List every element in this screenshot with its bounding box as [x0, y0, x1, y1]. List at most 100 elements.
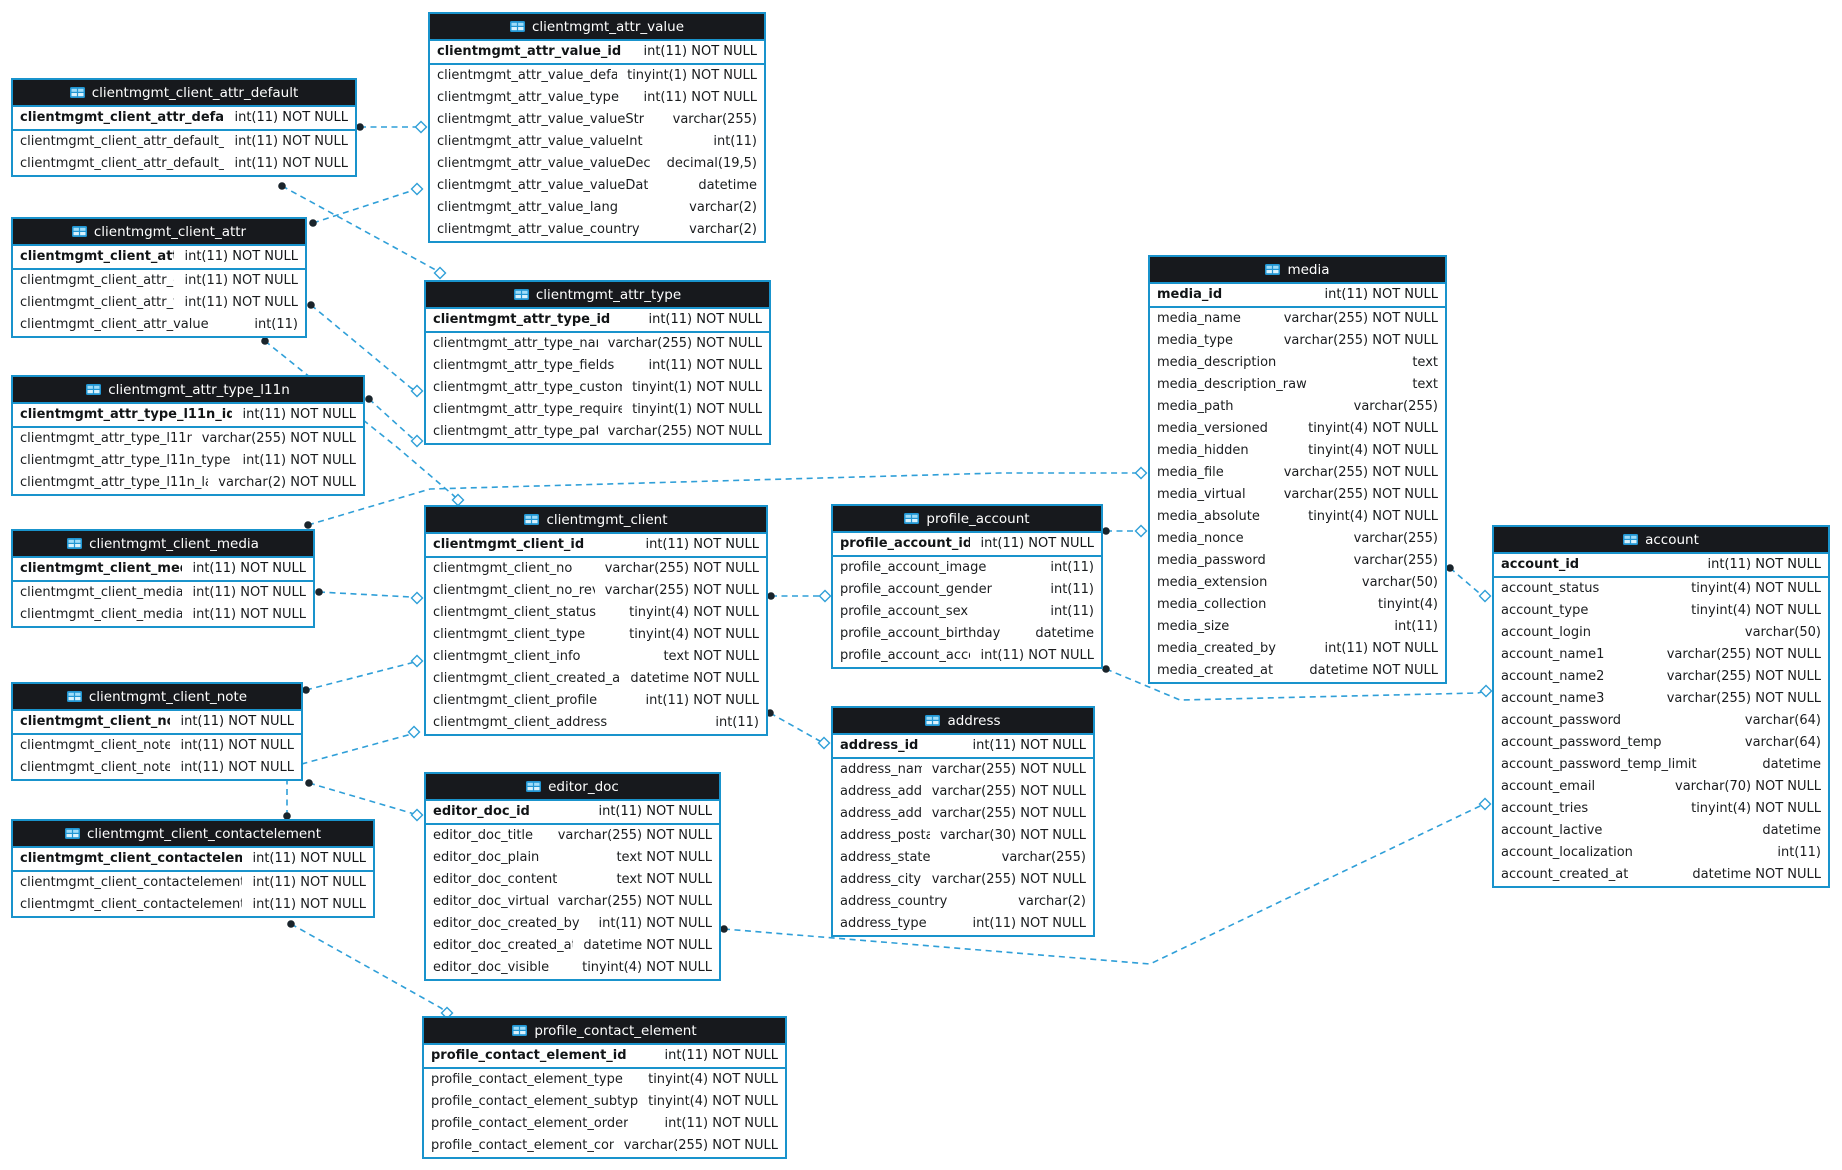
column-name: media_versioned	[1157, 421, 1268, 436]
table-title: clientmgmt_client_media	[89, 535, 259, 552]
table-header[interactable]: clientmgmt_attr_type_l11n	[13, 377, 363, 404]
column-type: varchar(255) NOT NULL	[1666, 691, 1821, 706]
table-title: media	[1287, 261, 1330, 278]
column-name: editor_doc_created_by	[433, 916, 580, 931]
table-header[interactable]: clientmgmt_client_attr	[13, 219, 305, 246]
column-name: editor_doc_title	[433, 828, 534, 843]
table-header[interactable]: clientmgmt_client_attr_default	[13, 80, 355, 107]
column-type: varchar(255) NOT NULL	[557, 828, 712, 843]
column-name: address_postal	[840, 828, 930, 843]
table-header[interactable]: media	[1150, 257, 1445, 284]
column-name: account_login	[1501, 625, 1591, 640]
column-type: varchar(255) NOT NULL	[1283, 465, 1438, 480]
table-header[interactable]: clientmgmt_client_contactelement	[13, 821, 373, 848]
column-name: clientmgmt_client_contactelement_dst	[20, 875, 242, 890]
column-name: address_country	[840, 894, 948, 909]
column-row: media_password varchar(255)	[1150, 550, 1445, 572]
column-name: clientmgmt_attr_type_l11n_id	[20, 407, 233, 422]
column-name: profile_contact_element_subtype	[431, 1094, 639, 1109]
table-header[interactable]: editor_doc	[426, 774, 719, 801]
column-type: varchar(255)	[1353, 553, 1438, 568]
column-type: int(11) NOT NULL	[184, 273, 298, 288]
table-clientmgmt_client_attr_default[interactable]: clientmgmt_client_attr_default clientmgmt…	[11, 78, 357, 177]
table-clientmgmt_client_note[interactable]: clientmgmt_client_note clientmgmt_client_…	[11, 682, 303, 781]
column-name: account_created_at	[1501, 867, 1629, 882]
column-type: int(11) NOT NULL	[1324, 641, 1438, 656]
column-name: clientmgmt_attr_value_valueInt	[437, 134, 643, 149]
column-name: media_password	[1157, 553, 1266, 568]
column-name: clientmgmt_client_info	[433, 649, 581, 664]
column-name: account_password_temp	[1501, 735, 1662, 750]
column-type: int(11) NOT NULL	[184, 249, 298, 264]
table-profile_contact_element[interactable]: profile_contact_element profile_contact_e…	[422, 1016, 787, 1159]
table-grid-icon	[513, 289, 529, 300]
table-clientmgmt_attr_type_l11n[interactable]: clientmgmt_attr_type_l11n clientmgmt_attr…	[11, 375, 365, 496]
column-type: int(11) NOT NULL	[252, 851, 366, 866]
table-clientmgmt_attr_value[interactable]: clientmgmt_attr_value clientmgmt_attr_val…	[428, 12, 766, 243]
table-header[interactable]: clientmgmt_attr_value	[430, 14, 764, 41]
relationship-dot-endpoint	[307, 301, 315, 309]
column-name: account_status	[1501, 581, 1600, 596]
column-name: clientmgmt_client_attr_default_id	[20, 110, 225, 125]
table-header[interactable]: clientmgmt_client_media	[13, 531, 313, 558]
table-header[interactable]: profile_account	[833, 506, 1101, 533]
column-type: text	[1412, 377, 1438, 392]
column-name: profile_contact_element_type	[431, 1072, 623, 1087]
column-type: int(11) NOT NULL	[664, 1048, 778, 1063]
column-type: tinyint(4) NOT NULL	[1691, 581, 1821, 596]
column-name: media_path	[1157, 399, 1234, 414]
table-header[interactable]: clientmgmt_client_note	[13, 684, 301, 711]
table-clientmgmt_client_contactelement[interactable]: clientmgmt_client_contactelement clientmg…	[11, 819, 375, 918]
column-name: address_address	[840, 806, 922, 821]
table-grid-icon	[512, 1025, 528, 1036]
column-name: media_hidden	[1157, 443, 1249, 458]
column-type: varchar(2)	[689, 222, 757, 237]
column-type: datetime	[1762, 823, 1821, 838]
column-type: int(11) NOT NULL	[252, 875, 366, 890]
table-header[interactable]: clientmgmt_client	[426, 507, 766, 534]
table-header[interactable]: account	[1494, 527, 1828, 554]
table-clientmgmt_attr_type[interactable]: clientmgmt_attr_type clientmgmt_attr_type…	[424, 280, 771, 445]
column-name: media_extension	[1157, 575, 1268, 590]
column-name: clientmgmt_attr_type_id	[433, 312, 611, 327]
column-type: tinyint(4) NOT NULL	[648, 1072, 778, 1087]
column-row: address_additionvarchar(255) NOT NULL	[833, 781, 1093, 803]
column-name: editor_doc_content	[433, 872, 558, 887]
column-row: editor_doc_title varchar(255) NOT NULL	[426, 825, 719, 847]
relationship-diamond-endpoint	[410, 808, 424, 822]
table-header[interactable]: profile_contact_element	[424, 1018, 785, 1045]
table-grid-icon	[67, 538, 83, 549]
table-header[interactable]: address	[833, 708, 1093, 735]
column-name: clientmgmt_client_profile	[433, 693, 598, 708]
column-name: profile_contact_element_id	[431, 1048, 627, 1063]
table-header[interactable]: clientmgmt_attr_type	[426, 282, 769, 309]
column-type: varchar(255)	[1353, 531, 1438, 546]
column-type: varchar(255) NOT NULL	[931, 784, 1086, 799]
column-row: clientmgmt_client_note_srcint(11) NOT NU…	[13, 757, 301, 779]
